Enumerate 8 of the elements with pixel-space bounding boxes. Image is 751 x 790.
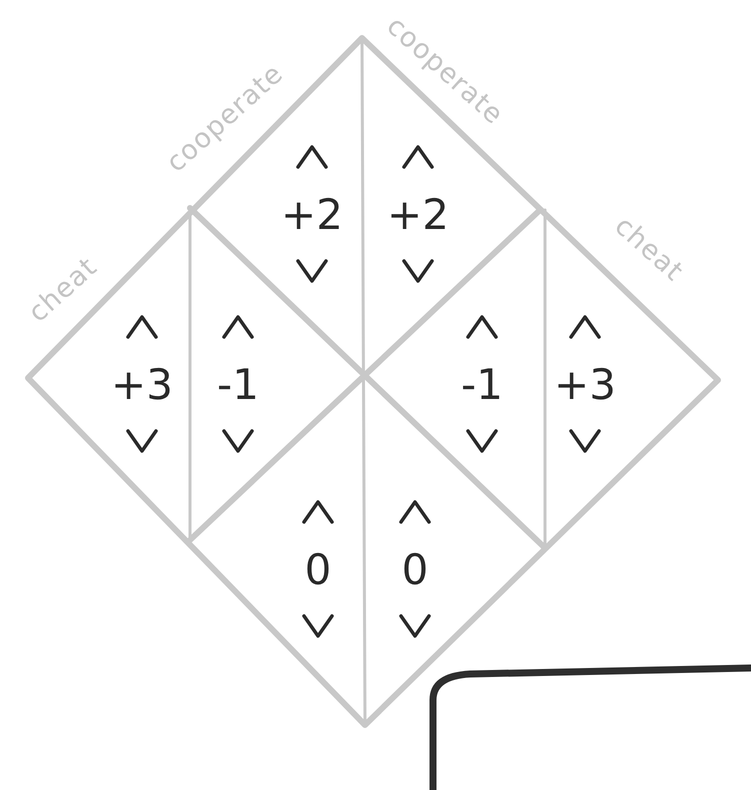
payoff-value: +2 bbox=[387, 194, 449, 236]
payoff-value: 0 bbox=[304, 549, 332, 591]
payoff-value: 0 bbox=[402, 549, 428, 591]
payoff-value: +2 bbox=[281, 194, 343, 236]
payoff-value: +3 bbox=[554, 364, 616, 406]
payoff-value: +3 bbox=[111, 364, 173, 406]
payoff-value: -1 bbox=[217, 364, 259, 406]
payoff-value: -1 bbox=[461, 364, 503, 406]
